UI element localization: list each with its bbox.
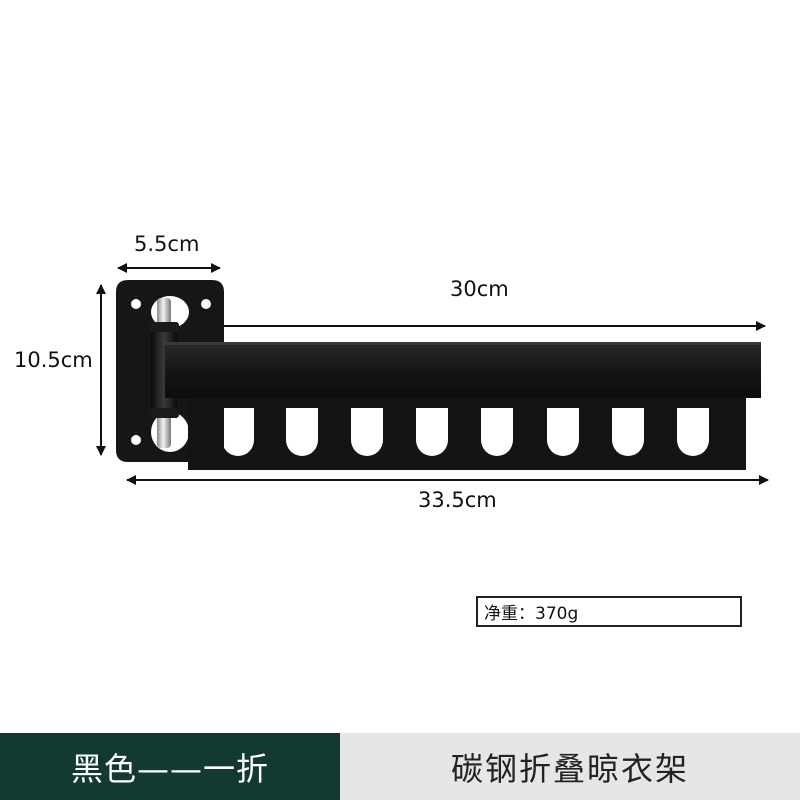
- product-footer: 黑色——一折 碳钢折叠晾衣架: [0, 733, 800, 800]
- product-illustration: [96, 263, 769, 485]
- dimension-lines: [96, 263, 769, 485]
- net-weight-text: 净重：370g: [484, 604, 579, 624]
- screw-hole-top-right: [201, 299, 211, 309]
- top-arm-bar: [165, 342, 761, 398]
- bracket-width-label: 5.5cm: [134, 232, 200, 256]
- product-diagram: 5.5cm 30cm 10.5cm 33.5cm: [14, 232, 769, 512]
- product-name: 碳钢折叠晾衣架: [340, 733, 800, 800]
- arm-length-label: 30cm: [450, 277, 509, 301]
- total-length-label: 33.5cm: [418, 488, 497, 512]
- net-weight-box: 净重：370g: [476, 596, 742, 627]
- color-option-tag: 黑色——一折: [0, 733, 340, 800]
- screw-hole-top-left: [131, 299, 141, 309]
- screw-hole-bottom-left: [131, 435, 141, 445]
- hanger-rail: [188, 396, 746, 470]
- drying-arm: [165, 342, 761, 470]
- height-label: 10.5cm: [14, 348, 93, 372]
